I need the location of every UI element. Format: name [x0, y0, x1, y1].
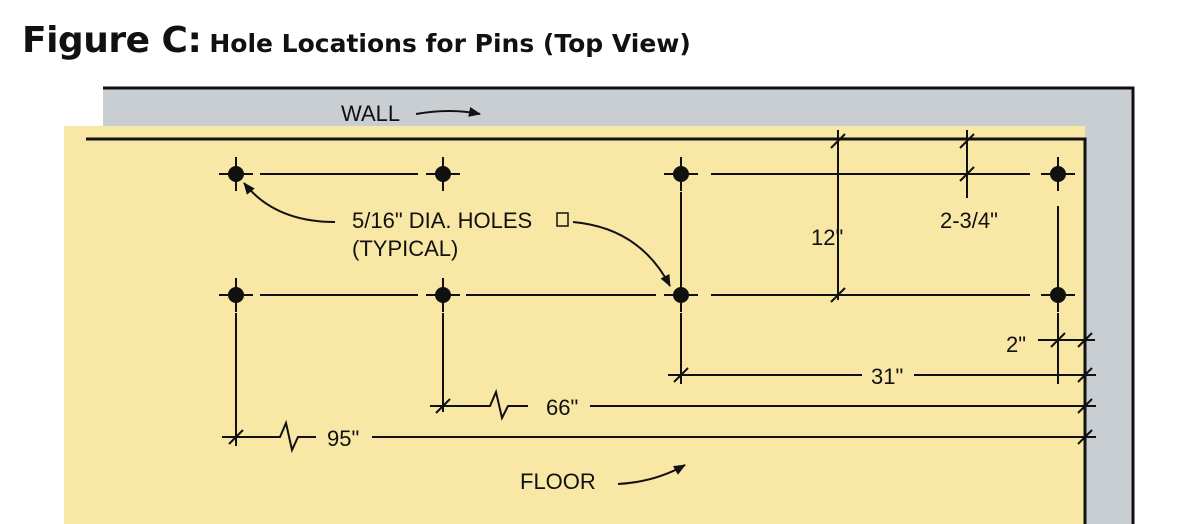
pin-hole	[219, 278, 253, 312]
wall-outline	[103, 86, 1135, 524]
pin-hole	[1041, 278, 1075, 312]
holes-label: 5/16" DIA. HOLES	[352, 208, 532, 233]
pin-hole	[664, 278, 698, 312]
holes-label-box	[556, 212, 569, 227]
floor-label: FLOOR	[520, 469, 596, 494]
pin-hole	[1041, 157, 1075, 191]
dim-12-label: 12"	[811, 225, 843, 250]
floor-panel	[64, 126, 1085, 524]
pin-hole	[219, 157, 253, 191]
dim-2-label: 2"	[1006, 332, 1026, 357]
pin-hole	[664, 157, 698, 191]
holes-label-typical: (TYPICAL)	[352, 236, 458, 261]
dimension-lines	[222, 130, 1096, 454]
dim-31-label: 31"	[871, 364, 903, 389]
leader-arrows	[243, 106, 686, 485]
figure-subtitle: Hole Locations for Pins (Top View)	[209, 29, 691, 58]
pin-hole	[426, 157, 460, 191]
figure-title: Figure C:Hole Locations for Pins (Top Vi…	[22, 20, 691, 61]
pin-hole	[426, 278, 460, 312]
floor-edge	[86, 137, 1087, 524]
dim-66-label: 66"	[546, 395, 578, 420]
wall-label: WALL	[341, 101, 400, 126]
figure-label: Figure C:	[22, 20, 202, 61]
dim-2-3-4-label: 2-3/4"	[940, 208, 998, 233]
dim-95-label: 95"	[327, 426, 359, 451]
